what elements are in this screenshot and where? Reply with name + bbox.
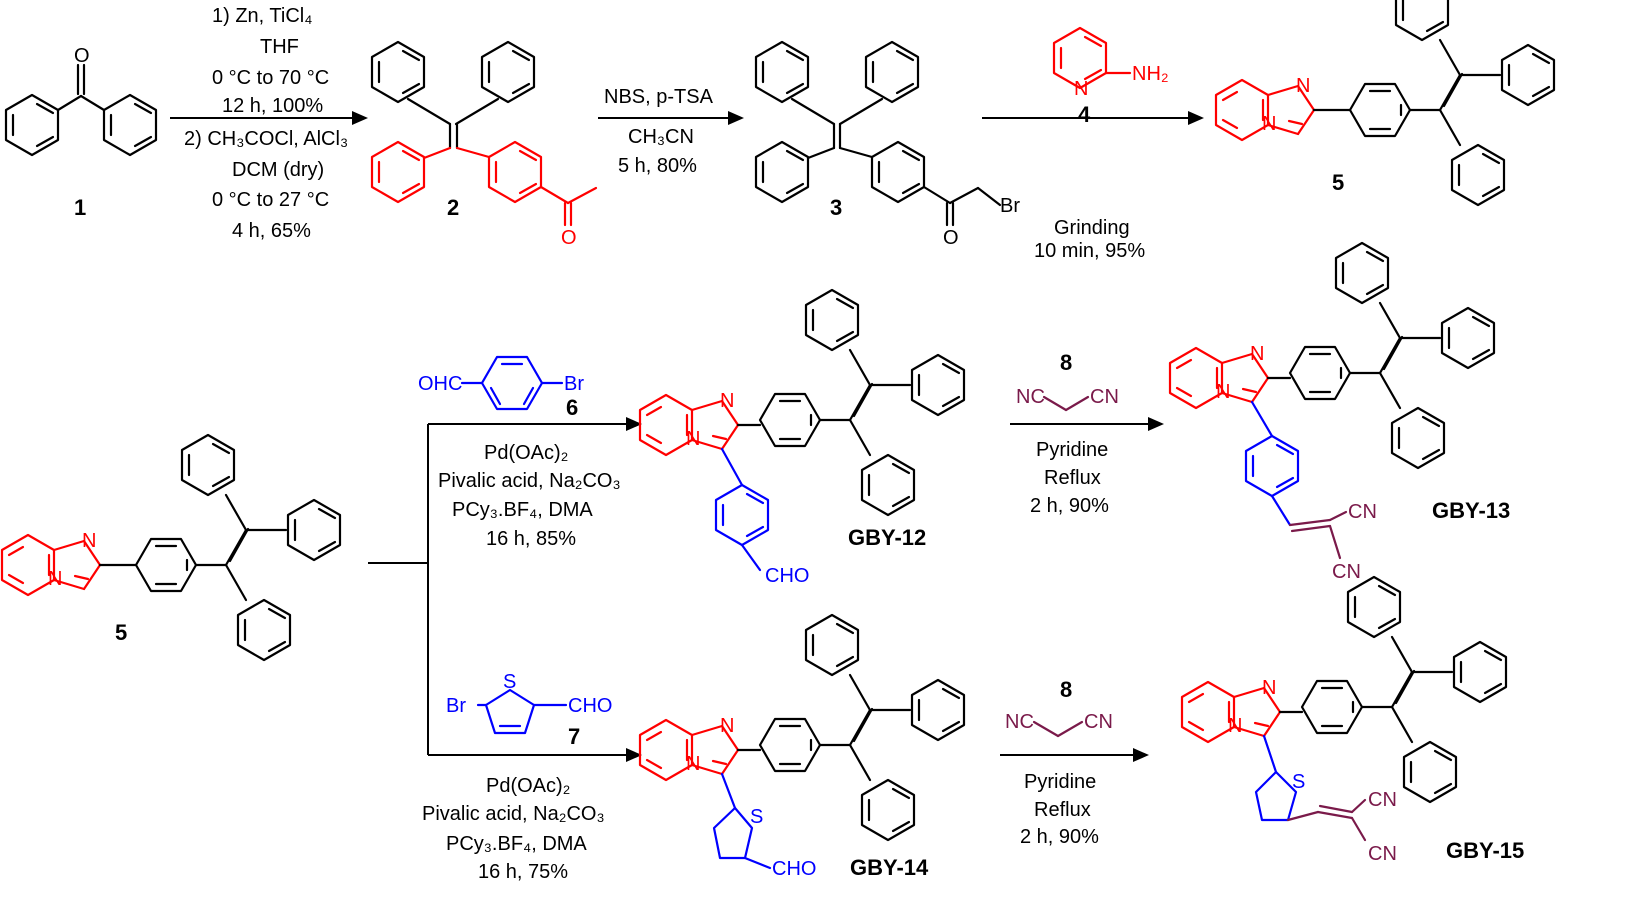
compound-5-top: N N 5 [1214, 0, 1554, 205]
step4-conditions: Pd(OAc)₂ Pivalic acid, Na₂CO₃ PCy₃.BF₄, … [438, 442, 621, 550]
svg-text:0 °C to 27 °C: 0 °C to 27 °C [212, 189, 329, 211]
compound-1: O 1 [4, 45, 158, 220]
svg-text:N: N [82, 530, 96, 552]
svg-text:Grinding: Grinding [1054, 217, 1130, 239]
svg-text:CN: CN [1332, 561, 1361, 583]
step3-conditions: Grinding 10 min, 95% [1034, 217, 1145, 262]
svg-text:NBS, p-TSA: NBS, p-TSA [604, 86, 714, 108]
reagent-8-bottom: 8 NC CN [1005, 677, 1113, 738]
svg-text:0 °C to 70 °C: 0 °C to 70 °C [212, 67, 329, 89]
svg-text:4: 4 [1078, 102, 1091, 127]
svg-text:N: N [1296, 75, 1310, 97]
svg-text:THF: THF [260, 36, 299, 58]
oxygen-atom: O [74, 45, 90, 67]
compound-gby12: N N CHO GBY-12 [638, 290, 964, 587]
svg-text:Br: Br [446, 695, 466, 717]
svg-text:Pyridine: Pyridine [1036, 439, 1108, 461]
svg-text:OHC: OHC [418, 373, 462, 395]
gby14-label: GBY-14 [850, 855, 929, 880]
svg-text:CH₃CN: CH₃CN [628, 126, 694, 148]
svg-text:Reflux: Reflux [1044, 467, 1101, 489]
svg-text:CN: CN [1368, 789, 1397, 811]
svg-text:Pivalic acid, Na₂CO₃: Pivalic acid, Na₂CO₃ [438, 470, 621, 492]
svg-text:CHO: CHO [772, 858, 816, 880]
step7-conditions: Pyridine Reflux 2 h, 90% [1020, 771, 1099, 848]
compound-5-top-label: 5 [1332, 170, 1344, 195]
svg-text:7: 7 [568, 724, 580, 749]
compound-3-label: 3 [830, 195, 842, 220]
svg-text:Reflux: Reflux [1034, 799, 1091, 821]
svg-text:Br: Br [1000, 195, 1020, 217]
svg-text:10 min, 95%: 10 min, 95% [1034, 240, 1145, 262]
svg-text:N: N [1250, 343, 1264, 365]
svg-text:N: N [686, 753, 700, 775]
svg-text:CN: CN [1090, 386, 1119, 408]
compound-5-left: N N 5 [0, 435, 340, 660]
svg-text:N: N [720, 715, 734, 737]
svg-text:S: S [750, 806, 763, 828]
compound-3: O Br 3 [754, 40, 1020, 249]
compound-5-left-label: 5 [115, 620, 127, 645]
compound-gby15: N N S CN CN GBY-15 [1180, 577, 1524, 865]
svg-text:NC: NC [1016, 386, 1045, 408]
svg-text:5 h, 80%: 5 h, 80% [618, 155, 697, 177]
gby15-label: GBY-15 [1446, 838, 1524, 863]
svg-text:Pd(OAc)₂: Pd(OAc)₂ [486, 775, 570, 797]
svg-text:S: S [1292, 771, 1305, 793]
reagent-7: Br S CHO 7 [446, 671, 612, 749]
reagent-6: OHC Br 6 [418, 355, 584, 420]
svg-text:CN: CN [1368, 843, 1397, 865]
svg-text:N: N [48, 568, 62, 590]
svg-text:CN: CN [1348, 501, 1377, 523]
svg-text:2 h, 90%: 2 h, 90% [1030, 495, 1109, 517]
svg-text:8: 8 [1060, 677, 1072, 702]
svg-text:16 h, 85%: 16 h, 85% [486, 528, 576, 550]
svg-text:PCy₃.BF₄, DMA: PCy₃.BF₄, DMA [452, 499, 593, 521]
step5-conditions: Pd(OAc)₂ Pivalic acid, Na₂CO₃ PCy₃.BF₄, … [422, 775, 605, 883]
svg-text:DCM (dry): DCM (dry) [232, 159, 324, 181]
svg-text:CHO: CHO [765, 565, 809, 587]
svg-text:Pd(OAc)₂: Pd(OAc)₂ [484, 442, 568, 464]
svg-text:O: O [943, 227, 959, 249]
reagent-4: N NH₂ 4 [1052, 26, 1169, 127]
svg-text:6: 6 [566, 395, 578, 420]
svg-text:CN: CN [1084, 711, 1113, 733]
gby13-label: GBY-13 [1432, 498, 1510, 523]
svg-text:N: N [686, 428, 700, 450]
compound-2: O 2 [370, 40, 598, 249]
svg-text:8: 8 [1060, 350, 1072, 375]
compound-gby13: N N CN CN GBY-13 [1168, 243, 1510, 583]
svg-text:N: N [1262, 677, 1276, 699]
svg-text:N: N [1262, 113, 1276, 135]
svg-text:2 h, 90%: 2 h, 90% [1020, 826, 1099, 848]
compound-gby14: N N S CHO GBY-14 [638, 615, 964, 880]
step6-conditions: Pyridine Reflux 2 h, 90% [1030, 439, 1109, 517]
svg-text:12 h, 100%: 12 h, 100% [222, 95, 323, 117]
reagent-8-top: 8 NC CN [1016, 350, 1119, 412]
svg-text:N: N [720, 390, 734, 412]
compound-2-label: 2 [447, 195, 459, 220]
compound-1-label: 1 [74, 195, 86, 220]
svg-text:O: O [561, 227, 577, 249]
svg-text:Pyridine: Pyridine [1024, 771, 1096, 793]
step2-conditions: NBS, p-TSA CH₃CN 5 h, 80% [604, 86, 714, 177]
gby12-label: GBY-12 [848, 525, 926, 550]
svg-text:NH₂: NH₂ [1132, 63, 1169, 85]
svg-text:N: N [1074, 78, 1088, 100]
svg-text:PCy₃.BF₄, DMA: PCy₃.BF₄, DMA [446, 833, 587, 855]
svg-text:CHO: CHO [568, 695, 612, 717]
svg-text:Pivalic acid, Na₂CO₃: Pivalic acid, Na₂CO₃ [422, 803, 605, 825]
svg-text:NC: NC [1005, 711, 1034, 733]
svg-text:N: N [1216, 381, 1230, 403]
step1-conditions: 1) Zn, TiCl₄ THF 0 °C to 70 °C 12 h, 100… [184, 5, 348, 242]
svg-text:4 h, 65%: 4 h, 65% [232, 220, 311, 242]
svg-text:S: S [503, 671, 516, 693]
svg-text:N: N [1228, 715, 1242, 737]
svg-text:2) CH₃COCl, AlCl₃: 2) CH₃COCl, AlCl₃ [184, 128, 348, 150]
svg-text:1) Zn, TiCl₄: 1) Zn, TiCl₄ [212, 5, 312, 27]
svg-text:16 h, 75%: 16 h, 75% [478, 861, 568, 883]
svg-text:Br: Br [564, 373, 584, 395]
